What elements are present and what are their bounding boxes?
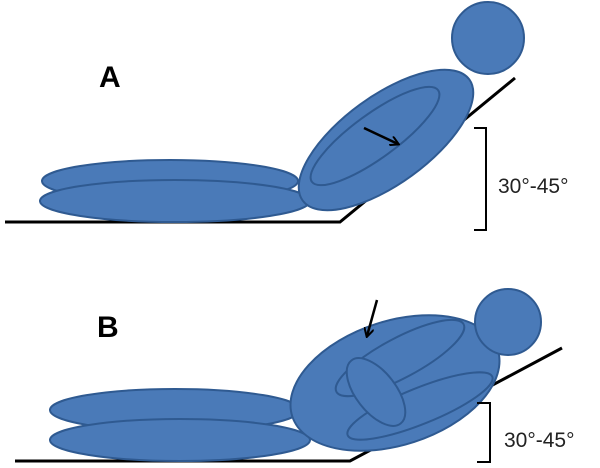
panel-a-height-bracket [474, 127, 487, 231]
panel-a-label: A [99, 61, 121, 94]
panel-a-incline-label: 30°-45° [498, 175, 569, 198]
panel-b-height-bracket [477, 402, 491, 463]
panel-a-head [451, 1, 525, 75]
panel-b-head [474, 288, 542, 356]
panel-a: A 30°-45° [5, 1, 569, 231]
panel-b-label: B [97, 311, 119, 344]
panel-b: B 30°-45° [15, 288, 575, 463]
panel-b-shoulder [345, 357, 407, 427]
panel-a-lower-leg [39, 179, 311, 223]
panel-a-pressure-arrow [363, 126, 398, 144]
panel-a-arm [309, 85, 441, 187]
panel-b-incline-label: 30°-45° [504, 429, 575, 452]
panel-b-pressure-arrow [367, 299, 379, 336]
panel-b-lower-leg [49, 418, 311, 462]
